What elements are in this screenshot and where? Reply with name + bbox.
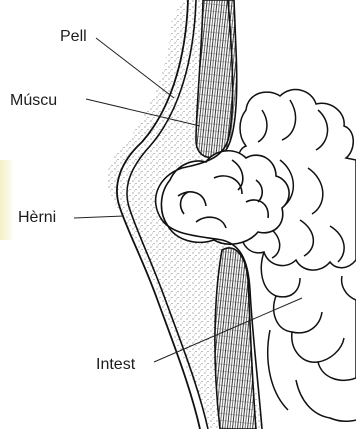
upper-muscle-bundle [196,0,237,157]
label-muscle: Múscu [10,93,57,109]
leader-hernia [74,216,124,218]
label-intestine: Intest [96,357,135,373]
label-skin: Pell [60,29,87,45]
label-hernia: Hèrni [18,210,56,226]
leader-skin [96,38,174,98]
lower-muscle-bundle [215,248,256,429]
